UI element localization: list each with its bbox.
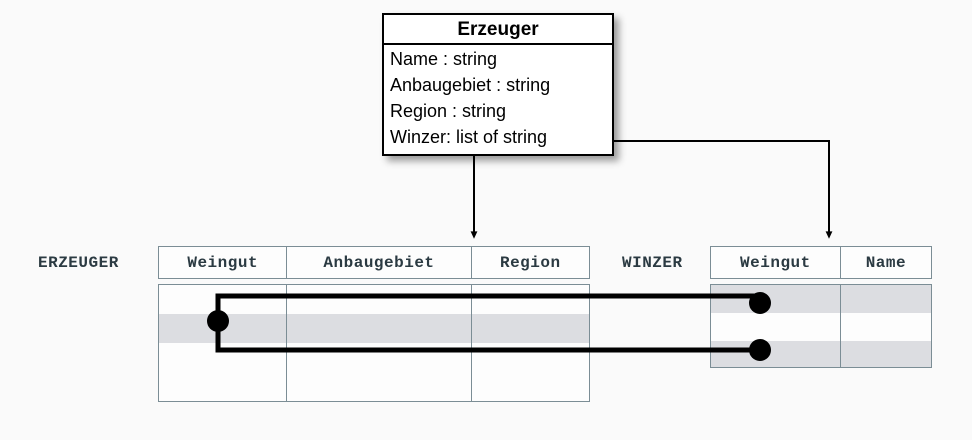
uml-class-erzeuger: Erzeuger Name : string Anbaugebiet : str… (382, 13, 614, 156)
uml-attribute-anbaugebiet: Anbaugebiet : string (390, 75, 551, 95)
table-cell (472, 314, 589, 343)
table-cell (287, 285, 472, 314)
table-cell (287, 372, 472, 401)
table-body-winzer (710, 284, 932, 368)
table-label-winzer: WINZER (622, 254, 683, 272)
uml-attribute-winzer: Winzer: list of string (390, 127, 548, 147)
uml-attribute-region: Region : string (390, 101, 507, 121)
arrow-winzer-attr-to-winzer-table (604, 140, 833, 239)
table-row[interactable] (159, 372, 589, 401)
table-label-erzeuger: ERZEUGER (38, 254, 119, 272)
table-cell (472, 285, 589, 314)
table-cell (841, 313, 931, 341)
table-row[interactable] (711, 313, 931, 341)
table-cell (841, 285, 931, 313)
column-header-name: Name (865, 253, 907, 272)
uml-attribute-list: Name : string Anbaugebiet : string Regio… (384, 45, 612, 150)
table-cell (841, 341, 931, 367)
column-header-anbaugebiet: Anbaugebiet (287, 247, 472, 278)
table-cell (711, 341, 841, 367)
column-header-weingut: Weingut (711, 247, 841, 278)
table-body-erzeuger (158, 284, 590, 402)
table-cell (711, 285, 841, 313)
table-row[interactable] (159, 343, 589, 372)
table-cell (159, 372, 288, 401)
uml-class-title: Erzeuger (384, 15, 612, 45)
table-row[interactable] (711, 285, 931, 313)
table-row[interactable] (159, 285, 589, 314)
table-cell (159, 285, 288, 314)
table-cell (711, 313, 841, 341)
table-cell (472, 372, 589, 401)
table-cell (287, 314, 472, 343)
table-header-winzer: Weingut Name (710, 246, 932, 279)
table-cell (159, 343, 288, 372)
table-header-erzeuger: Weingut Anbaugebiet Region (158, 246, 590, 279)
column-header-weingut: Weingut (159, 247, 288, 278)
table-row[interactable] (711, 341, 931, 367)
uml-attribute-name: Name : string (390, 49, 498, 69)
table-cell (287, 343, 472, 372)
table-cell (472, 343, 589, 372)
table-row[interactable] (159, 314, 589, 343)
column-header-region: Region (499, 253, 561, 272)
table-cell (159, 314, 288, 343)
